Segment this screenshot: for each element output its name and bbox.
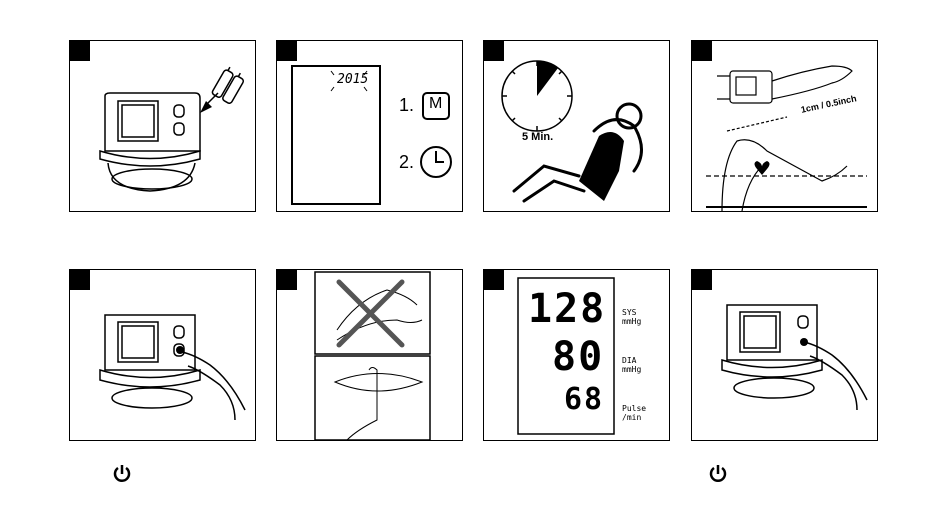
power-icon — [708, 463, 728, 483]
sys-unit: SYS mmHg — [622, 308, 641, 326]
panel-result-display: 128 SYS mmHg 80 DIA mmHg 68 Pulse /min — [483, 269, 670, 441]
m-button-icon: M — [429, 95, 442, 113]
panel-press-power — [69, 269, 256, 441]
stay-still-illustration — [277, 270, 463, 441]
panel-insert-batteries — [69, 40, 256, 212]
panel-rest-5-min: 5 Min. — [483, 40, 670, 212]
dia-unit: DIA mmHg — [622, 356, 641, 374]
panel-power-off — [691, 269, 878, 441]
panel-wrist-position: 1cm / 0.5inch — [691, 40, 878, 212]
step-2-label: 2. — [399, 152, 414, 173]
monitor-battery-illustration — [70, 41, 256, 212]
dia-value: 80 — [552, 334, 604, 380]
rest-illustration — [484, 41, 670, 212]
power-icon — [112, 463, 132, 483]
press-power-illustration — [70, 270, 256, 441]
pulse-unit: Pulse /min — [622, 404, 646, 422]
step-1-label: 1. — [399, 95, 414, 116]
timer-label: 5 Min. — [522, 131, 553, 143]
panel-set-date-time: 2015 1. M 2. — [276, 40, 463, 212]
wrist-position-illustration — [692, 41, 878, 212]
pulse-value: 68 — [564, 382, 604, 417]
power-off-illustration — [692, 270, 878, 441]
year-display: 2015 — [337, 72, 368, 87]
panel-stay-still — [276, 269, 463, 441]
sys-value: 128 — [528, 286, 606, 332]
date-time-illustration — [277, 41, 463, 212]
